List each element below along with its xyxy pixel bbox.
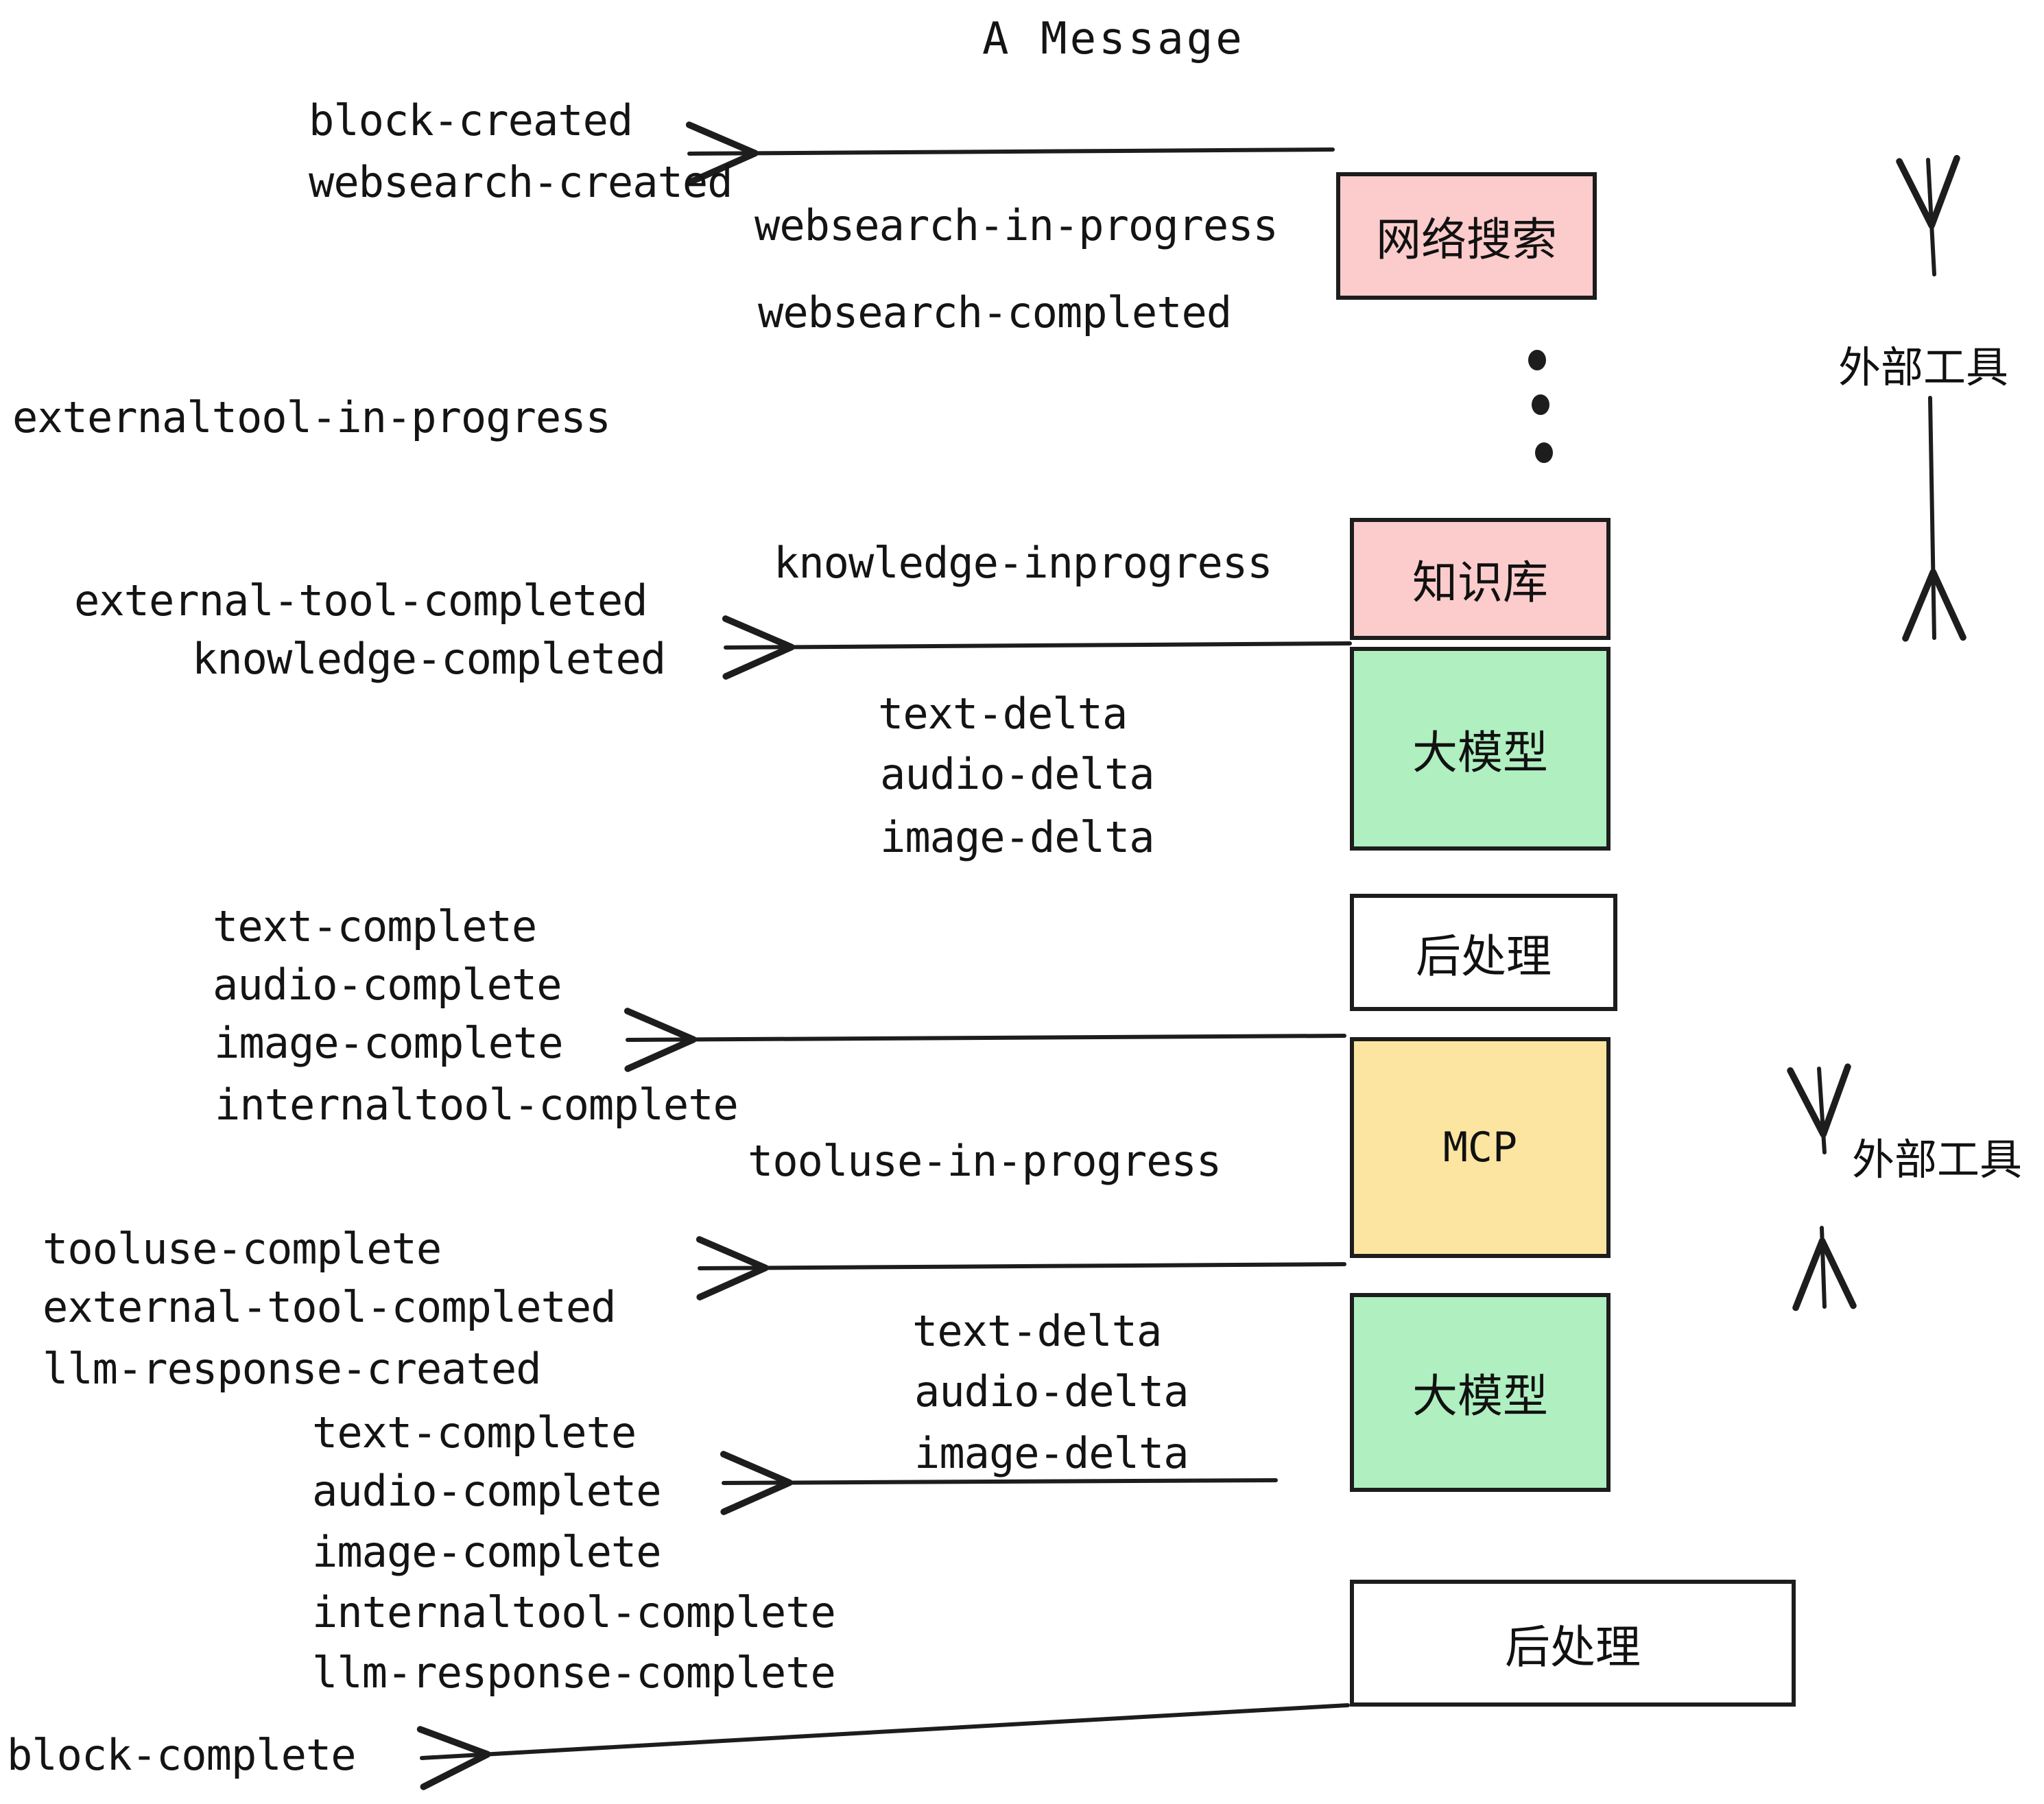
event-internaltool-complete-2: internaltool-complete: [312, 1587, 836, 1637]
event-external-tool-completed-1: external-tool-completed: [74, 575, 648, 626]
event-websearch-in-progress: websearch-in-progress: [754, 200, 1279, 250]
event-image-delta-1: image-delta: [880, 812, 1155, 862]
arrow-mcp-to-tooluse: [696, 1236, 1346, 1301]
event-image-complete-1: image-complete: [214, 1018, 564, 1068]
event-llm-response-complete: llm-response-complete: [312, 1648, 836, 1698]
event-websearch-created: websearch-created: [309, 157, 733, 207]
event-tooluse-in-progress: tooluse-in-progress: [748, 1136, 1222, 1186]
ellipsis-dot-3: [1535, 442, 1553, 463]
node-knowledge[interactable]: 知识库: [1350, 518, 1611, 640]
event-tooluse-complete: tooluse-complete: [43, 1224, 442, 1274]
event-text-complete-2: text-complete: [312, 1408, 637, 1458]
ellipsis-dot-1: [1528, 350, 1546, 370]
external-tools-top-label: 外部工具: [1838, 342, 2009, 392]
event-block-created: block-created: [309, 95, 633, 145]
node-postprocess-2-label: 后处理: [1505, 1620, 1641, 1674]
event-llm-response-created: llm-response-created: [43, 1344, 542, 1394]
external-tools-top-arrow: [1896, 154, 1966, 642]
node-websearch[interactable]: 网络搜索: [1336, 172, 1597, 300]
external-tools-bottom-label: 外部工具: [1852, 1135, 2023, 1185]
event-knowledge-inprogress: knowledge-inprogress: [774, 538, 1273, 588]
arrow-postprocess2-to-blockcomplete: [416, 1703, 1350, 1790]
node-mcp-label: MCP: [1442, 1124, 1518, 1172]
node-mcp[interactable]: MCP: [1350, 1037, 1611, 1258]
event-audio-complete-1: audio-complete: [213, 960, 562, 1010]
event-text-delta-2: text-delta: [912, 1306, 1162, 1356]
event-external-tool-completed-2: external-tool-completed: [43, 1282, 617, 1332]
arrow-llm2-to-audiocomplete: [720, 1451, 1278, 1515]
node-llm-2[interactable]: 大模型: [1350, 1293, 1611, 1492]
event-internaltool-complete-1: internaltool-complete: [215, 1080, 739, 1130]
event-knowledge-completed: knowledge-completed: [192, 634, 666, 684]
node-llm-1-label: 大模型: [1412, 726, 1548, 779]
event-block-complete: block-complete: [7, 1730, 357, 1780]
arrow-knowledge-to-knowledgecompleted: [722, 615, 1352, 680]
event-externaltool-in-progress: externaltool-in-progress: [12, 392, 611, 442]
ellipsis-dot-2: [1532, 394, 1549, 415]
arrow-websearch-to-blockcreated: [685, 121, 1335, 186]
external-tools-bottom-arrow: [1787, 1063, 1857, 1312]
event-audio-complete-2: audio-complete: [312, 1466, 662, 1516]
node-knowledge-label: 知识库: [1412, 556, 1548, 609]
node-websearch-label: 网络搜索: [1376, 213, 1557, 266]
arrow-postprocess1-to-imagecomplete: [623, 1008, 1346, 1072]
node-postprocess-1[interactable]: 后处理: [1350, 894, 1617, 1011]
event-websearch-completed: websearch-completed: [758, 287, 1232, 337]
event-audio-delta-1: audio-delta: [880, 749, 1155, 799]
node-postprocess-1-label: 后处理: [1416, 929, 1552, 983]
event-text-complete-1: text-complete: [213, 901, 537, 951]
node-postprocess-2[interactable]: 后处理: [1350, 1580, 1796, 1707]
event-image-complete-2: image-complete: [312, 1527, 662, 1577]
node-llm-1[interactable]: 大模型: [1350, 647, 1611, 851]
event-text-delta-1: text-delta: [878, 689, 1128, 739]
diagram-title: A Message: [982, 14, 1245, 64]
node-llm-2-label: 大模型: [1412, 1370, 1548, 1423]
event-image-delta-2: image-delta: [914, 1428, 1189, 1478]
event-audio-delta-2: audio-delta: [914, 1366, 1189, 1416]
